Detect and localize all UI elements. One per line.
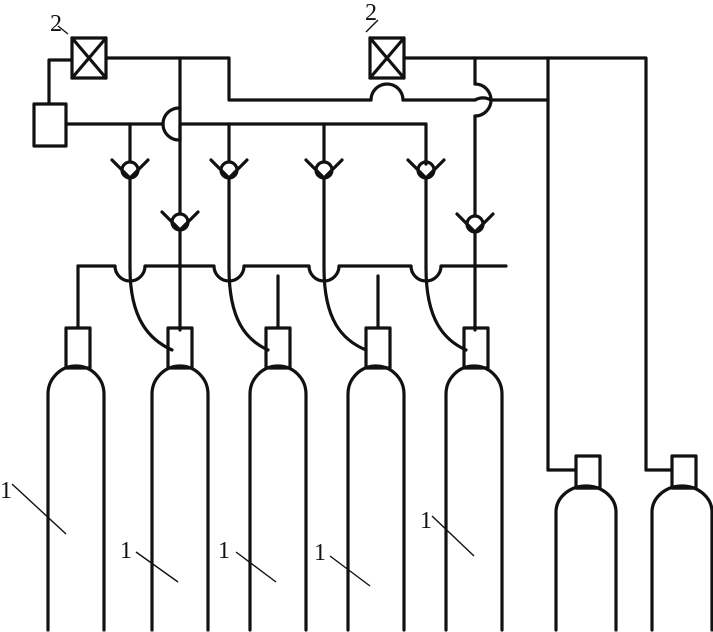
left-control-line <box>32 56 550 166</box>
gas-cylinder-icon: 1 <box>120 326 210 632</box>
valve-label: 2 <box>50 11 62 37</box>
cylinder-label: 1 <box>420 508 432 534</box>
check-valve-icon <box>110 158 150 180</box>
solenoid-valve-icon <box>57 25 108 80</box>
check-valve-icon <box>406 158 446 180</box>
cylinder-label: 1 <box>314 540 326 566</box>
valve-label: 2 <box>365 0 377 26</box>
gas-cylinder-icon: 1 <box>314 326 406 632</box>
check-valve-icon <box>160 210 200 232</box>
check-valve-icon <box>455 212 495 234</box>
cylinder-label: 1 <box>218 538 230 564</box>
check-valve-icon <box>304 158 344 180</box>
gas-cylinder-icon: 1 <box>218 326 308 632</box>
gas-cylinder-icon <box>644 454 713 632</box>
pressure-switch-icon <box>32 102 68 148</box>
gas-cylinder-icon <box>546 454 618 632</box>
check-valve-icon <box>209 158 249 180</box>
solenoid-valve-icon <box>365 19 406 80</box>
gas-cylinder-icon: 1 <box>0 326 106 632</box>
cylinder-label: 1 <box>120 538 132 564</box>
gas-cylinder-icon: 1 <box>420 326 504 632</box>
cylinder-label: 1 <box>0 478 12 504</box>
